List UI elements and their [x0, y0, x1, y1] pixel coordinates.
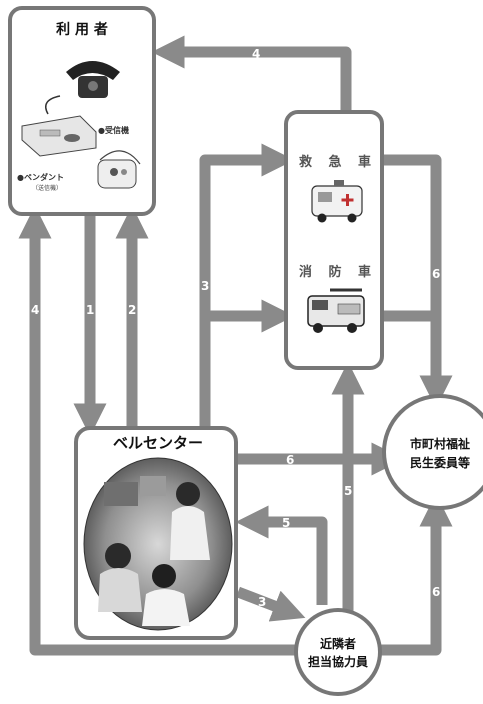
- arrow-4-top: [151, 35, 352, 112]
- arrow-6-right: [383, 154, 453, 409]
- user-title: 利 用 者: [56, 21, 108, 38]
- receiver-label: ●受信機: [98, 125, 129, 135]
- arrow-6-bottom: [372, 493, 453, 656]
- arrow-3-up-label: 3: [201, 279, 209, 293]
- arrow-6-bottom-label: 6: [432, 585, 440, 599]
- arrow-1-label: 1: [86, 303, 94, 317]
- ambulance-icon: [311, 180, 363, 223]
- arrow-4-left: [18, 205, 305, 656]
- telephone-icon: [45, 61, 120, 115]
- welfare-line1: 市町村福祉: [410, 436, 470, 451]
- arrow-5-horizontal-label: 5: [282, 516, 290, 530]
- operators-photo: [83, 457, 233, 631]
- firetruck-label: 消 防 車: [299, 264, 377, 280]
- neighbor-line1: 近隣者: [320, 636, 356, 651]
- neighbor-line2: 担当協力員: [308, 654, 368, 669]
- bell-center-title: ベルセンター: [113, 434, 203, 452]
- pendant-icon: [97, 150, 141, 189]
- neighbor-node: 近隣者 担当協力員: [294, 608, 382, 696]
- user-box: 利 用 者 ●受信機 ●ペンダント （送信機）: [8, 6, 156, 216]
- arrow-5-vertical-label: 5: [344, 484, 352, 498]
- arrow-3-down-label: 3: [258, 595, 266, 609]
- pendant-sub-label: （送信機）: [32, 184, 62, 192]
- welfare-line2: 民生委員等: [410, 455, 470, 470]
- receiver-icon: [21, 115, 97, 157]
- pendant-label: ●ペンダント: [17, 172, 64, 182]
- firetruck-icon: [307, 288, 365, 333]
- arrow-6-center-label: 6: [286, 453, 294, 467]
- arrow-4-left-label: 4: [31, 303, 39, 317]
- arrow-3-up: [199, 143, 295, 430]
- arrow-6-right-label: 6: [432, 267, 440, 281]
- arrow-3-down: [236, 586, 306, 622]
- arrows-layer: [18, 35, 453, 656]
- emergency-box: 救 急 車 消 防 車: [284, 110, 384, 370]
- bell-center-box: ベルセンター: [74, 426, 238, 640]
- welfare-node: 市町村福祉 民生委員等: [382, 394, 483, 510]
- arrow-4-top-label: 4: [252, 47, 260, 61]
- ambulance-label: 救 急 車: [299, 154, 377, 170]
- arrow-labels: 4 4 1 2 3 6 6 5 5 3 6: [31, 47, 440, 609]
- arrow-2-label: 2: [128, 303, 136, 317]
- arrow-5-horizontal: [235, 505, 328, 605]
